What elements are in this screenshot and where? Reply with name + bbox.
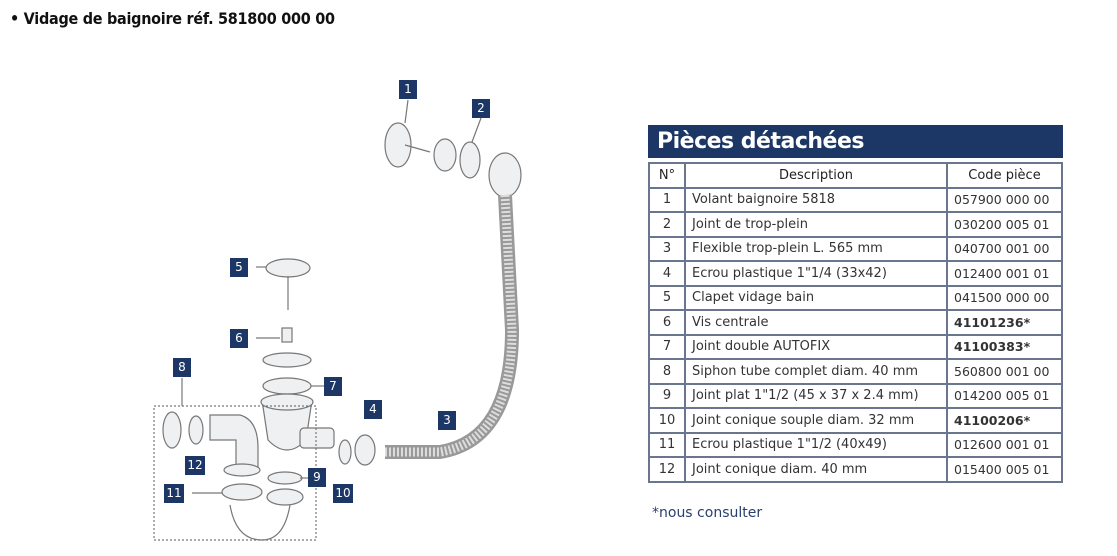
part-11-nut: [221, 483, 263, 501]
callout-12: 12: [185, 456, 205, 475]
part-4-nut: [354, 434, 376, 466]
callout-9: 9: [308, 468, 326, 487]
row-description: Ecrou plastique 1"1/4 (33x42): [684, 260, 948, 287]
footnote: *nous consulter: [652, 505, 763, 521]
row-number: 2: [648, 211, 686, 238]
row-number: 11: [648, 431, 686, 458]
callout-4: 4: [364, 400, 382, 419]
row-code: 014200 005 01: [946, 382, 1063, 409]
page-heading: • Vidage de baignoire réf. 581800 000 00: [10, 9, 335, 28]
row-number: 7: [648, 333, 686, 360]
row-code: 057900 000 00: [946, 186, 1063, 213]
callout-1: 1: [399, 80, 417, 99]
callout-7: 7: [324, 377, 342, 396]
col-header-description: Description: [684, 162, 948, 189]
row-number: 8: [648, 358, 686, 385]
parts-table: Pièces détachées N° Description Code piè…: [648, 125, 1063, 483]
row-description: Flexible trop-plein L. 565 mm: [684, 235, 948, 262]
part-10-joint: [338, 439, 352, 465]
row-code: 41101236*: [946, 309, 1063, 336]
row-number: 10: [648, 407, 686, 434]
row-code: 040700 001 00: [946, 235, 1063, 262]
part-7-joint: [262, 377, 312, 395]
callout-2: 2: [472, 99, 490, 118]
row-number: 5: [648, 284, 686, 311]
row-number: 6: [648, 309, 686, 336]
row-description: Vis centrale: [684, 309, 948, 336]
row-description: Joint conique diam. 40 mm: [684, 456, 948, 483]
table-header-row: N° Description Code pièce: [648, 162, 1063, 189]
callout-11: 11: [164, 484, 184, 503]
row-description: Joint plat 1"1/2 (45 x 37 x 2.4 mm): [684, 382, 948, 409]
callout-5: 5: [230, 258, 248, 277]
callout-6: 6: [230, 329, 248, 348]
table-title: Pièces détachées: [648, 125, 1063, 158]
row-description: Volant baignoire 5818: [684, 186, 948, 213]
part-9-joint: [267, 471, 303, 485]
row-description: Joint conique souple diam. 32 mm: [684, 407, 948, 434]
row-code: 030200 005 01: [946, 211, 1063, 238]
row-number: 4: [648, 260, 686, 287]
part-2-gasket: [459, 141, 481, 179]
part-overflow-cap: [433, 138, 457, 172]
part-5-plug: [265, 258, 311, 278]
row-description: Joint de trop-plein: [684, 211, 948, 238]
row-code: 41100383*: [946, 333, 1063, 360]
row-number: 1: [648, 186, 686, 213]
part-6-screw: [281, 327, 293, 343]
row-code: 012600 001 01: [946, 431, 1063, 458]
col-header-code: Code pièce: [946, 162, 1063, 189]
row-number: 3: [648, 235, 686, 262]
callout-3: 3: [438, 411, 456, 430]
row-number: 12: [648, 456, 686, 483]
row-number: 9: [648, 382, 686, 409]
col-header-number: N°: [648, 162, 686, 189]
row-description: Clapet vidage bain: [684, 284, 948, 311]
row-code: 041500 000 00: [946, 284, 1063, 311]
row-code: 560800 001 00: [946, 358, 1063, 385]
row-description: Siphon tube complet diam. 40 mm: [684, 358, 948, 385]
part-overflow-body: [488, 152, 522, 198]
row-description: Joint double AUTOFIX: [684, 333, 948, 360]
exploded-diagram: [153, 99, 522, 541]
row-code: 41100206*: [946, 407, 1063, 434]
callout-10: 10: [333, 484, 353, 503]
callout-8: 8: [173, 358, 191, 377]
part-1-wheel: [384, 122, 412, 168]
row-description: Ecrou plastique 1"1/2 (40x49): [684, 431, 948, 458]
row-code: 015400 005 01: [946, 456, 1063, 483]
row-code: 012400 001 01: [946, 260, 1063, 287]
